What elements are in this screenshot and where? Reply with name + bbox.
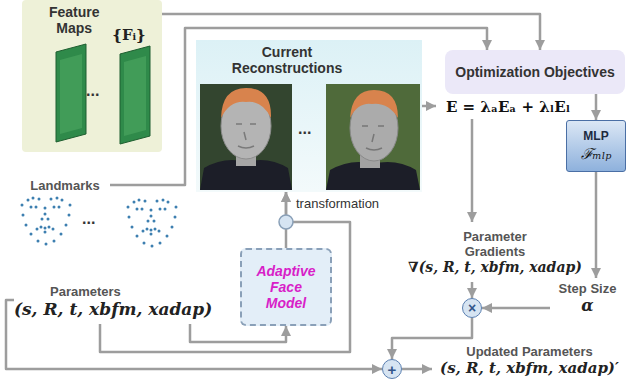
adaptive-model-box: Adaptive Face Model <box>240 248 332 326</box>
parameter-block: Parameters(s, R, t, xbfm, xadap) <box>14 278 229 324</box>
ellipsis-mark: ... <box>82 210 95 228</box>
add-circle: + <box>382 359 402 379</box>
feature-map-texture <box>124 56 146 136</box>
step-size-block: Step Sizeα <box>550 278 625 318</box>
gradient-block: Parameter Gradients∇(s, R, t, xbfm, xada… <box>405 222 585 282</box>
node-title: E = λₐEₐ + λₗEₗ <box>446 98 570 116</box>
updated-parameter-block: Updated Parameters(s, R, t, xbfm, xadap)… <box>432 336 627 384</box>
neck <box>236 150 256 166</box>
hair <box>350 90 398 118</box>
reconstruction-panel: Current Reconstructions <box>196 40 422 192</box>
ellipsis-mark: ... <box>298 120 311 138</box>
ellipsis-mark: ... <box>86 82 99 100</box>
suit <box>200 160 292 190</box>
reconstruction-image <box>200 84 292 190</box>
neck <box>360 152 380 168</box>
edge-label: transformation <box>296 196 379 211</box>
node-title: Updated Parameters <box>466 344 592 359</box>
mlp-box: MLPℱₘₗₚ <box>566 120 626 172</box>
flow-arrow <box>471 282 474 298</box>
flow-arrow <box>595 172 598 278</box>
flow-arrow <box>100 192 350 352</box>
node-title: Landmarks <box>30 178 99 193</box>
flow-arrow <box>482 307 550 310</box>
node-text: ℱₘₗₚ <box>581 143 612 163</box>
node-title: Adaptive Face Model <box>250 263 322 311</box>
objective-box: Optimization Objectives <box>445 50 625 94</box>
node-title: Optimization Objectives <box>455 64 614 80</box>
feature-map <box>56 44 86 142</box>
flow-arrow <box>471 119 474 222</box>
flow-arrow <box>392 318 472 359</box>
landmark-dots <box>22 198 70 244</box>
flow-arrow <box>422 105 436 108</box>
node-title: Current Reconstructions <box>222 44 352 76</box>
node-title: Parameters <box>50 284 121 299</box>
node-title: Parameter Gradients <box>450 229 540 259</box>
node-text: {Fᵢ} <box>112 26 146 44</box>
feature-map-texture <box>60 54 82 134</box>
face-features <box>362 126 384 150</box>
reconstruction-image <box>326 84 420 190</box>
node-title: MLP <box>583 129 608 143</box>
node-title: × <box>468 301 476 315</box>
flow-arrow <box>595 94 598 120</box>
node-text: α <box>581 296 593 315</box>
node-text: (s, R, t, xbfm, xadap)′ <box>440 359 619 377</box>
node-text: ∇(s, R, t, xbfm, xadap) <box>408 259 582 275</box>
node-title: + <box>388 362 397 377</box>
node-title: Feature Maps <box>38 4 110 36</box>
flow-arrow <box>402 368 432 371</box>
node-title: Step Size <box>559 281 617 296</box>
landmarks-heading: Landmarks <box>20 175 110 195</box>
face-mesh <box>221 93 271 159</box>
suit <box>326 162 420 190</box>
face-mesh <box>350 95 398 161</box>
multiply-circle: × <box>462 298 482 318</box>
feature-map <box>120 46 150 144</box>
flow-arrow <box>190 324 286 342</box>
feature-panel: Feature Maps{Fᵢ} <box>22 0 162 152</box>
objective-formula: E = λₐEₐ + λₗEₗ <box>436 95 580 119</box>
face-features <box>236 124 256 148</box>
hair <box>221 88 271 118</box>
transformation-circle <box>279 215 293 229</box>
landmark-dots <box>128 200 176 246</box>
node-text: (s, R, t, xbfm, xadap) <box>14 299 212 319</box>
